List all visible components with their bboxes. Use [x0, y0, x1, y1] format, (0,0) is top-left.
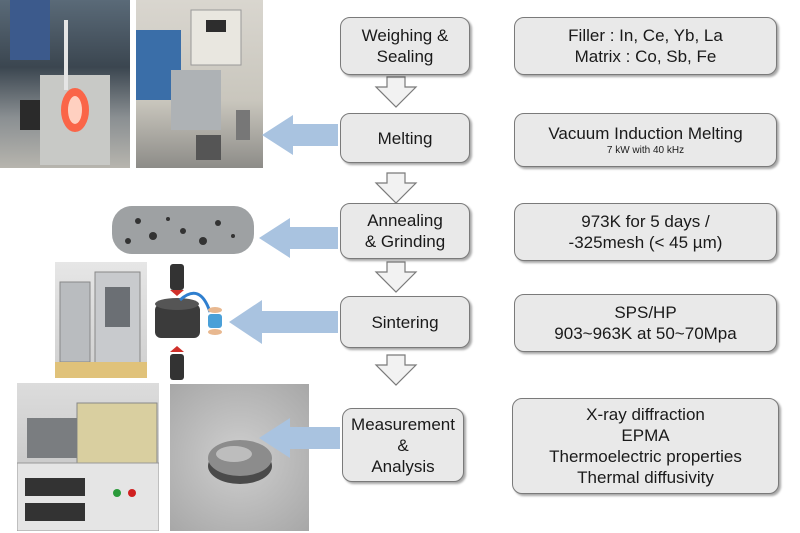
detail-line: X-ray diffraction [586, 405, 705, 424]
step-measurement-analysis: Measurement & Analysis [342, 408, 464, 482]
detail-line: Thermoelectric properties [549, 447, 742, 466]
step-label: Sintering [371, 312, 439, 332]
detail-melting: Vacuum Induction Melting 7 kW with 40 kH… [514, 113, 777, 167]
step-label: & Grinding [364, 232, 446, 251]
down-arrow-3 [374, 261, 418, 293]
detail-line: Filler : In, Ce, Yb, La [568, 26, 723, 45]
detail-line: 973K for 5 days / [581, 212, 710, 231]
detail-annealing: 973K for 5 days / -325mesh (< 45 µm) [514, 203, 777, 261]
detail-line: Matrix : Co, Sb, Fe [574, 47, 717, 66]
induction-melting-photo [0, 0, 130, 168]
sintering-machine-photo [55, 262, 147, 378]
detail-note: 7 kW with 40 kHz [606, 145, 685, 156]
step-label: Measurement [351, 414, 455, 434]
step-sintering: Sintering [340, 296, 470, 348]
detail-line: EPMA [621, 426, 670, 445]
step-label: Weighing & [361, 26, 449, 45]
side-arrow-annealing [259, 218, 338, 258]
ingot-photo [108, 201, 258, 258]
down-arrow-1 [374, 76, 418, 108]
side-arrow-sintering [229, 300, 338, 344]
detail-line: Vacuum Induction Melting [548, 124, 743, 143]
detail-line: 903~963K at 50~70Mpa [554, 324, 737, 343]
side-arrow-measurement [259, 418, 340, 458]
sintering-schematic [150, 262, 230, 384]
detail-composition: Filler : In, Ce, Yb, La Matrix : Co, Sb,… [514, 17, 777, 75]
measurement-equipment-photo [17, 383, 159, 531]
step-label: Annealing [367, 211, 443, 230]
step-label: Sealing [376, 47, 434, 66]
detail-sintering: SPS/HP 903~963K at 50~70Mpa [514, 294, 777, 352]
down-arrow-2 [374, 172, 418, 204]
detail-measurement: X-ray diffraction EPMA Thermoelectric pr… [512, 398, 779, 494]
down-arrow-4 [374, 354, 418, 386]
step-weighing-sealing: Weighing & Sealing [340, 17, 470, 75]
detail-line: -325mesh (< 45 µm) [568, 233, 723, 252]
detail-line: Thermal diffusivity [577, 468, 714, 487]
detail-line: SPS/HP [614, 303, 677, 322]
step-label: & [397, 435, 409, 455]
sample-disc-photo [170, 384, 309, 531]
step-label: Melting [377, 128, 433, 148]
step-melting: Melting [340, 113, 470, 163]
step-label: Analysis [371, 456, 435, 476]
step-annealing-grinding: Annealing & Grinding [340, 203, 470, 259]
vacuum-furnace-photo [136, 0, 263, 168]
side-arrow-melting [262, 115, 338, 155]
